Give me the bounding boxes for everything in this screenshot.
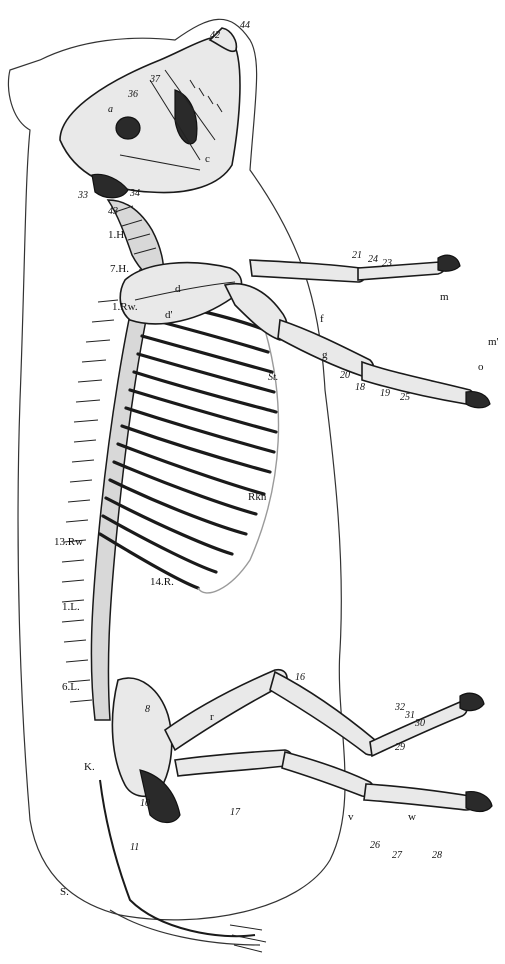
label-hindleg-16: 16 bbox=[295, 672, 305, 683]
label-pelvis-10: 10 bbox=[140, 798, 150, 809]
label-foreleg-m: m bbox=[440, 291, 449, 303]
tail bbox=[100, 780, 266, 952]
label-skull-36: 36 bbox=[127, 89, 138, 100]
label-scapula-d-prime: d' bbox=[165, 309, 173, 321]
label-hindleg-30: 30 bbox=[414, 718, 425, 729]
label-scapula-d: d bbox=[175, 283, 181, 295]
skull bbox=[60, 28, 240, 193]
label-hindleg-w: w bbox=[408, 811, 416, 823]
label-foreleg-23: 23 bbox=[382, 258, 392, 269]
label-skull-42: 42 bbox=[210, 30, 220, 41]
label-pelvis-S: S. bbox=[60, 886, 69, 898]
label-hindleg-28: 28 bbox=[432, 850, 442, 861]
label-neck-1H: 1.H. bbox=[108, 229, 127, 241]
label-lumbar-1L: 1.L. bbox=[62, 601, 80, 613]
label-skull-37: 37 bbox=[149, 74, 161, 85]
orbit bbox=[116, 117, 140, 139]
label-hindleg-32: 32 bbox=[394, 702, 405, 713]
label-neck-7H: 7.H. bbox=[110, 263, 129, 275]
label-skull-34: 34 bbox=[129, 188, 140, 199]
label-skull-43: 43 bbox=[108, 206, 118, 217]
label-hindleg-31: 31 bbox=[404, 710, 415, 721]
label-thorax-14R: 14.R. bbox=[150, 576, 174, 588]
label-pelvis-11: 11 bbox=[130, 842, 139, 853]
label-foreleg-St: St. bbox=[268, 372, 278, 383]
label-skull-c: c bbox=[205, 153, 210, 165]
label-foreleg-18: 18 bbox=[355, 382, 365, 393]
label-foreleg-20: 20 bbox=[340, 370, 350, 381]
label-hindleg-17: 17 bbox=[230, 807, 241, 818]
label-thorax-Rkn: Rkn bbox=[248, 491, 267, 503]
label-thorax-13Rw: 13.Rw bbox=[54, 536, 83, 548]
label-foreleg-21: 21 bbox=[352, 250, 362, 261]
label-hindleg-27: 27 bbox=[392, 850, 403, 861]
label-lumbar-6L: 6.L. bbox=[62, 681, 80, 693]
label-foreleg-19: 19 bbox=[380, 388, 390, 399]
hindleg-near bbox=[175, 750, 492, 812]
label-foreleg-24: 24 bbox=[368, 254, 378, 265]
label-foreleg-m-prime: m' bbox=[488, 336, 499, 348]
label-foreleg-f: f bbox=[320, 313, 324, 325]
label-hindleg-v: v bbox=[348, 811, 354, 823]
label-skull-a: a bbox=[108, 104, 113, 115]
label-foreleg-25: 25 bbox=[400, 392, 410, 403]
label-foreleg-o: o bbox=[478, 361, 484, 373]
label-hindleg-26: 26 bbox=[370, 840, 380, 851]
label-pelvis-8: 8 bbox=[145, 704, 150, 715]
label-hindleg-29: 29 bbox=[395, 742, 405, 753]
label-skull-33: 33 bbox=[77, 190, 88, 201]
label-hindleg-r: r bbox=[210, 711, 214, 723]
label-pelvis-K: K. bbox=[84, 761, 95, 773]
label-foreleg-g: g bbox=[322, 349, 328, 361]
label-thorax-1Rw: 1.Rw. bbox=[112, 301, 138, 313]
scapula bbox=[120, 263, 241, 324]
label-skull-44: 44 bbox=[240, 20, 250, 31]
